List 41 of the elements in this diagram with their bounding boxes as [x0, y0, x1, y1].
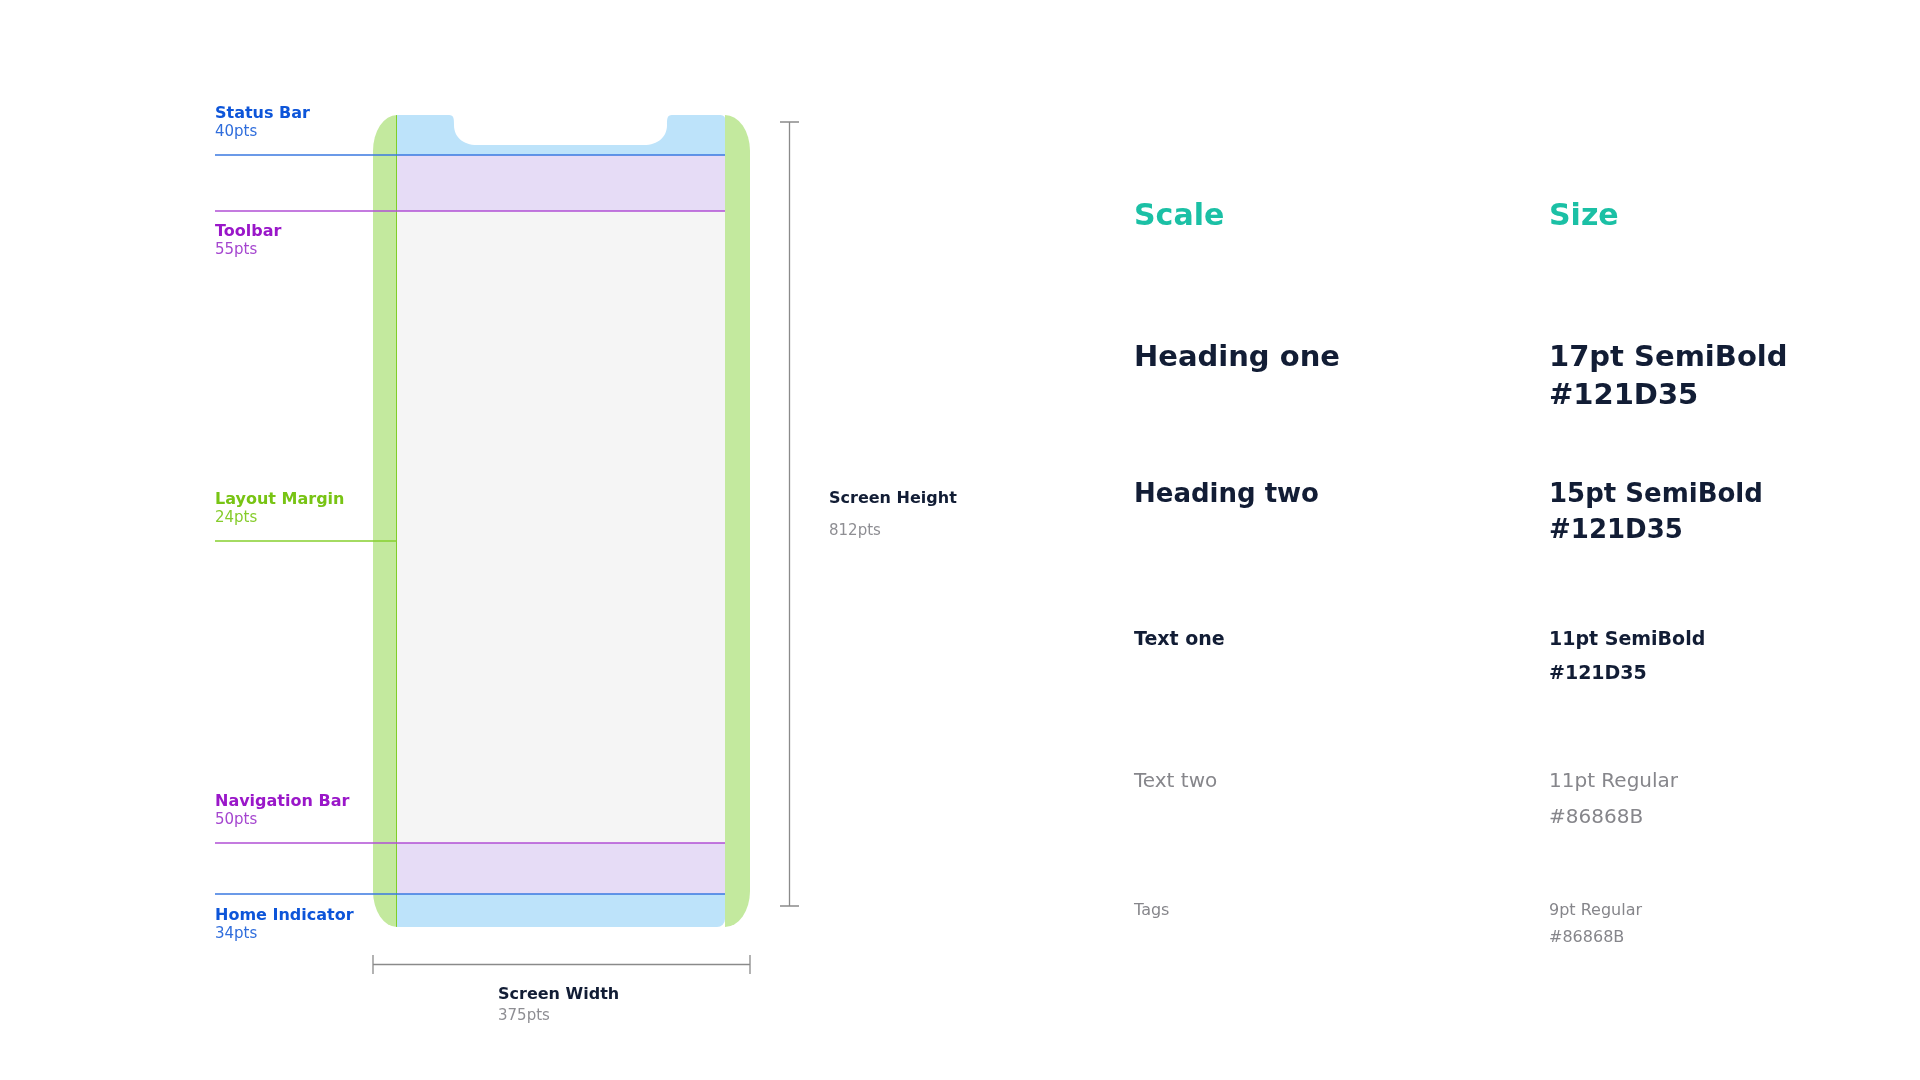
- leader-line: [214, 154, 726, 156]
- dimension-value: 375pts: [498, 1006, 550, 1024]
- dimension-value: 812pts: [829, 521, 881, 539]
- callout-title: Status Bar: [215, 103, 310, 123]
- callout-value: 55pts: [215, 240, 258, 259]
- navigation-bar-band: [397, 843, 725, 894]
- callout-title: Home Indicator: [215, 905, 354, 925]
- scale-name: Text two: [1134, 768, 1218, 792]
- leader-line: [214, 540, 398, 542]
- leader-line: [214, 210, 726, 212]
- size-spec: 15pt SemiBold: [1549, 478, 1763, 510]
- color-code: #121D35: [1549, 514, 1683, 546]
- toolbar-band: [397, 155, 725, 211]
- callout-title: Navigation Bar: [215, 791, 350, 811]
- size-spec: 9pt Regular: [1549, 900, 1643, 920]
- callout-value: 34pts: [215, 924, 258, 943]
- callout-value: 50pts: [215, 810, 258, 829]
- scale-name: Heading two: [1134, 478, 1319, 510]
- size-spec: 11pt Regular: [1549, 768, 1679, 792]
- color-code: #121D35: [1549, 661, 1647, 684]
- leader-line: [214, 842, 726, 844]
- color-code: #121D35: [1549, 377, 1699, 412]
- dimension-label: Screen Height: [829, 488, 957, 508]
- size-spec: 11pt SemiBold: [1549, 627, 1706, 650]
- scale-name: Tags: [1134, 900, 1170, 920]
- screen-content-area: [397, 211, 725, 843]
- column-header: Scale: [1134, 197, 1225, 233]
- status-bar-band: [397, 115, 725, 155]
- callout-value: 24pts: [215, 508, 258, 527]
- callout-value: 40pts: [215, 122, 258, 141]
- dimension-label: Screen Width: [498, 984, 620, 1004]
- color-code: #86868B: [1549, 804, 1644, 828]
- leader-line: [214, 893, 726, 895]
- home-indicator-band: [397, 894, 725, 927]
- scale-name: Text one: [1134, 627, 1225, 650]
- color-code: #86868B: [1549, 927, 1625, 947]
- column-header: Size: [1549, 197, 1619, 233]
- callout-title: Toolbar: [215, 221, 282, 241]
- callout-title: Layout Margin: [215, 489, 345, 509]
- scale-name: Heading one: [1134, 339, 1340, 374]
- size-spec: 17pt SemiBold: [1549, 339, 1788, 374]
